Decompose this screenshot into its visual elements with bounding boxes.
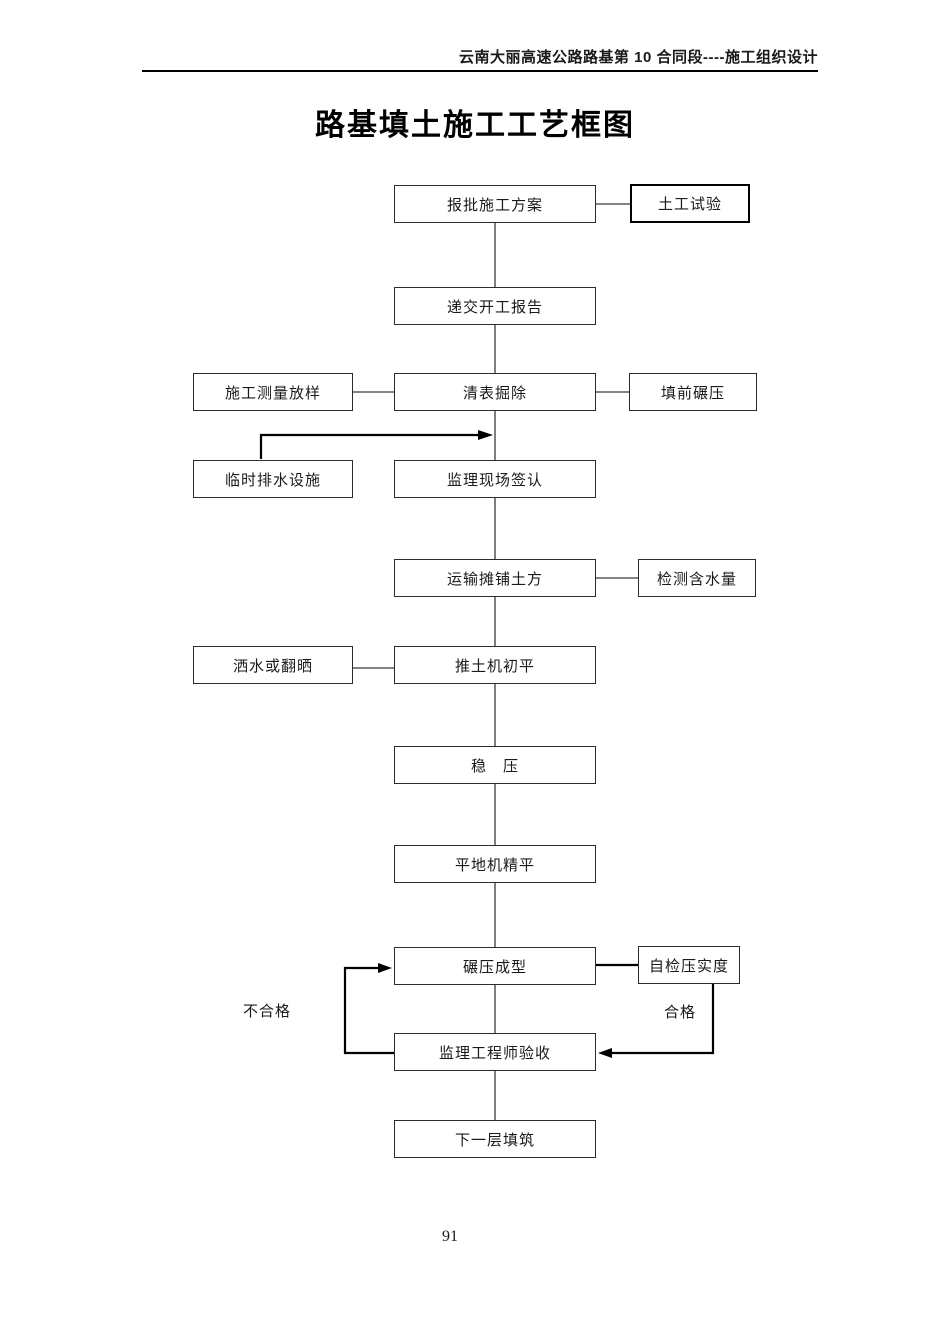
edge-label-fail: 不合格 — [243, 1004, 292, 1020]
flow-node-supervisor-accept: 监理工程师验收 — [394, 1033, 596, 1071]
flow-node-water-or-dry: 洒水或翻晒 — [193, 646, 353, 684]
flow-node-selfcheck-compaction: 自检压实度 — [638, 946, 740, 984]
header-rule — [142, 70, 818, 72]
flow-node-stable-press: 稳 压 — [394, 746, 596, 784]
flow-node-approve-plan: 报批施工方案 — [394, 185, 596, 223]
flow-node-start-report: 递交开工报告 — [394, 287, 596, 325]
flow-node-supervisor-sign: 监理现场签认 — [394, 460, 596, 498]
document-header: 云南大丽高速公路路基第 10 合同段----施工组织设计 — [458, 49, 818, 66]
page-number: 91 — [442, 1228, 458, 1245]
edge-label-pass: 合格 — [664, 1005, 697, 1021]
flow-node-transport-spread: 运输摊铺土方 — [394, 559, 596, 597]
flow-node-prefill-rolling: 填前碾压 — [629, 373, 757, 411]
flow-node-survey-layout: 施工测量放样 — [193, 373, 353, 411]
page-title: 路基填土施工工艺框图 — [315, 109, 635, 142]
flow-node-next-layer: 下一层填筑 — [394, 1120, 596, 1158]
flow-node-soil-test: 土工试验 — [630, 184, 750, 223]
flow-node-clear-excavate: 清表掘除 — [394, 373, 596, 411]
flow-node-grader-fine: 平地机精平 — [394, 845, 596, 883]
flow-node-moisture-test: 检测含水量 — [638, 559, 756, 597]
flow-node-bulldozer-rough: 推土机初平 — [394, 646, 596, 684]
flow-node-rolling-form: 碾压成型 — [394, 947, 596, 985]
flow-node-temp-drainage: 临时排水设施 — [193, 460, 353, 498]
